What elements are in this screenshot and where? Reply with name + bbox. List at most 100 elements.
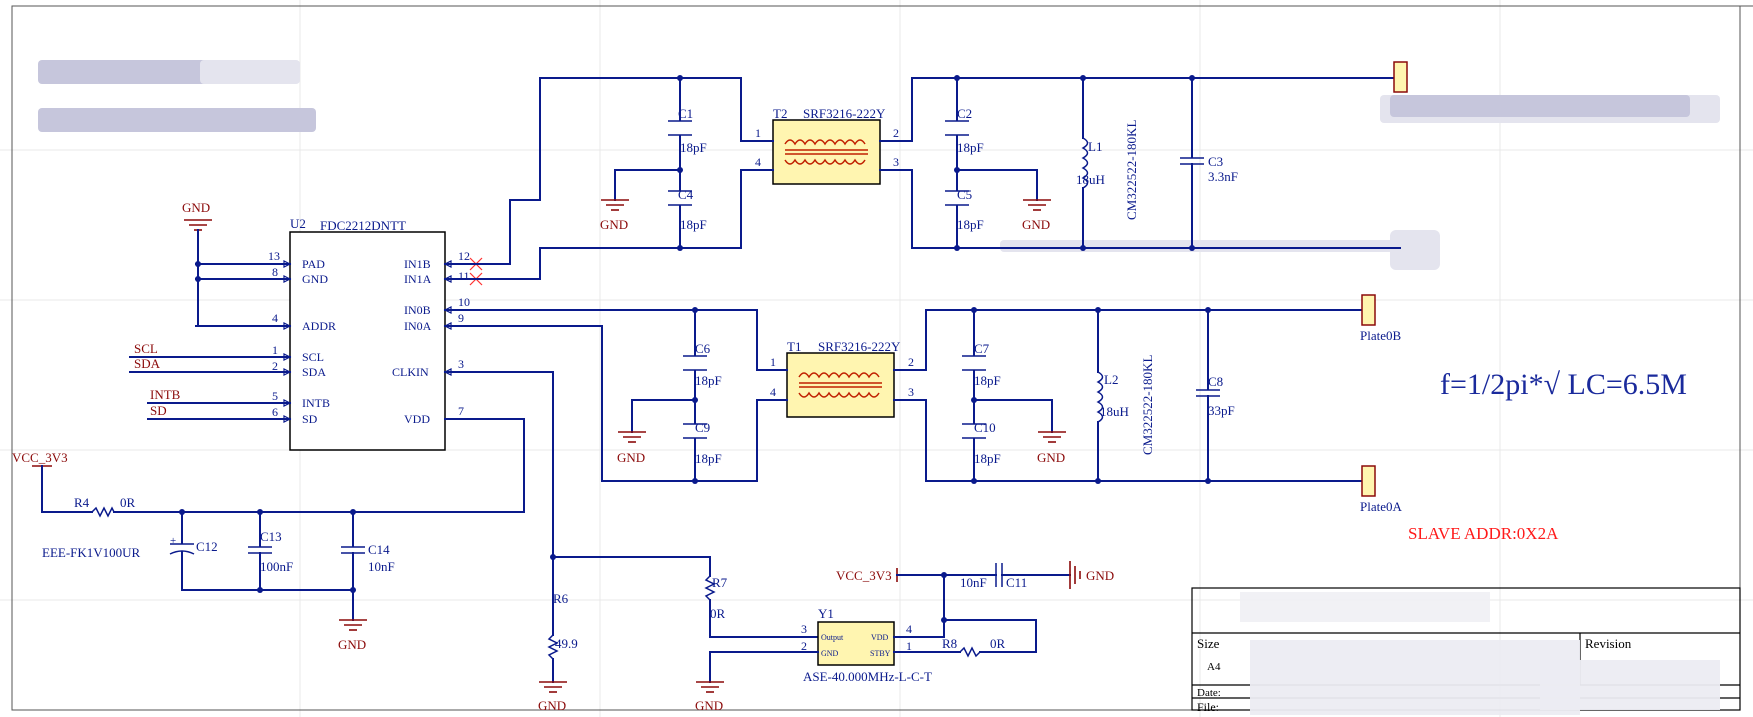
y1-pin: 4 — [906, 622, 912, 636]
gnd-label: GND — [617, 450, 645, 465]
c1-ref: C1 — [678, 106, 693, 121]
c7-ref: C7 — [974, 341, 990, 356]
t1-body — [786, 352, 895, 418]
c9-value: 18pF — [695, 451, 722, 466]
title-block-revision-label: Revision — [1585, 636, 1632, 651]
l2-part: CM322522-180KL — [1140, 355, 1155, 455]
c4-value: 18pF — [680, 217, 707, 232]
u2-pin-num: 5 — [272, 389, 278, 403]
title-block-size-label: Size — [1197, 636, 1220, 651]
c3-ref: C3 — [1208, 154, 1223, 169]
c5-ref: C5 — [957, 187, 972, 202]
ic-u2[interactable]: U2 FDC2212DNTT PAD GND ADDR SCL SDA INTB… — [129, 216, 483, 451]
sheet-border — [11, 5, 1741, 711]
c12-plus: + — [170, 535, 176, 547]
l2-value: 18uH — [1100, 404, 1129, 419]
c11-ref: C11 — [1006, 575, 1027, 590]
u2-pin-name: SDA — [302, 365, 326, 379]
u2-pin-name: GND — [302, 272, 328, 286]
r4-ref: R4 — [74, 495, 90, 510]
u2-pin-name: SD — [302, 412, 318, 426]
gnd-label: GND — [1022, 217, 1050, 232]
y1-pin: 1 — [906, 639, 912, 653]
u2-pin-name: SCL — [302, 350, 324, 364]
u2-pin-num: 12 — [458, 249, 470, 263]
u2-pin-name: IN0B — [404, 303, 431, 317]
c12-part: EEE-FK1V100UR — [42, 545, 141, 560]
title-block: Size Revision A4 Date: File: — [1191, 587, 1741, 715]
plate-0a-label: Plate0A — [1360, 499, 1402, 514]
u2-pin-name: VDD — [404, 412, 430, 426]
t1-pin: 3 — [908, 385, 914, 399]
t2-ref: T2 — [773, 106, 787, 121]
oscillator-network: R6 49.9 GND R7 0R Y1 ASE-40.000MHz-L-C-T… — [474, 371, 1114, 713]
plate-0a-connector — [1361, 465, 1376, 497]
gnd-label: GND — [538, 698, 566, 713]
plate-1b-connector — [1393, 61, 1408, 93]
l1-ref: L1 — [1088, 139, 1102, 154]
channel-0-network: C6 18pF C9 18pF GND T1 SRF3216-222Y 1 2 … — [474, 294, 1402, 514]
net-label-intb: INTB — [150, 387, 181, 402]
c13-value: 100nF — [260, 559, 293, 574]
gnd-label: GND — [182, 200, 210, 215]
y1-pin-stby: STBY — [870, 649, 891, 658]
r8-value: 0R — [990, 636, 1006, 651]
gnd-label: GND — [1086, 568, 1114, 583]
y1-pin-vdd: VDD — [871, 633, 889, 642]
power-input-network: VCC_3V3 R4 0R + C12 EEE-FK1V100UR C13 10… — [12, 418, 525, 652]
plate-0b-label: Plate0B — [1360, 328, 1401, 343]
c4-ref: C4 — [678, 187, 694, 202]
u2-pin-name: IN1B — [404, 257, 431, 271]
resonance-formula: f=1/2pi*√ LC=6.5M — [1440, 368, 1687, 401]
t2-pin: 2 — [893, 126, 899, 140]
c2-ref: C2 — [957, 106, 972, 121]
u2-pin-num: 4 — [272, 311, 278, 325]
u2-pin-num: 7 — [458, 404, 464, 418]
u2-pin-num: 6 — [272, 405, 278, 419]
no-connect-marker — [469, 257, 483, 286]
channel-1-network: C1 18pF C4 18pF GND T2 SRF3216-222Y 1 2 … — [474, 61, 1408, 280]
r8-ref: R8 — [942, 636, 957, 651]
r7-value: 0R — [710, 606, 726, 621]
vcc-label: VCC_3V3 — [12, 450, 68, 465]
t2-windings — [784, 139, 868, 165]
u2-pin-num: 11 — [458, 269, 470, 283]
y1-part: ASE-40.000MHz-L-C-T — [803, 669, 932, 684]
net-label-sda: SDA — [134, 356, 161, 371]
net-label-scl: SCL — [134, 341, 158, 356]
gnd-label: GND — [695, 698, 723, 713]
c14-ref: C14 — [368, 542, 390, 557]
c5-value: 18pF — [957, 217, 984, 232]
u2-pin-num: 2 — [272, 359, 278, 373]
u2-pin-name: PAD — [302, 257, 325, 271]
y1-pin-gnd: GND — [821, 649, 839, 658]
r6-ref: R6 — [553, 591, 569, 606]
redacted-header — [38, 60, 1720, 270]
t2-pin: 1 — [755, 126, 761, 140]
r4-value: 0R — [120, 495, 136, 510]
u2-pin-num: 9 — [458, 311, 464, 325]
c10-ref: C10 — [974, 420, 996, 435]
l2-ref: L2 — [1104, 372, 1118, 387]
c6-value: 18pF — [695, 373, 722, 388]
ic-u2-part: FDC2212DNTT — [320, 218, 406, 233]
t1-pin: 2 — [908, 355, 914, 369]
y1-pin: 2 — [801, 639, 807, 653]
l1-value: 18uH — [1076, 172, 1105, 187]
u2-pin-name: IN1A — [404, 272, 432, 286]
u2-pin-name: CLKIN — [392, 365, 429, 379]
c6-ref: C6 — [695, 341, 711, 356]
t1-pin: 4 — [770, 385, 776, 399]
r6-value: 49.9 — [555, 636, 578, 651]
t1-pin: 1 — [770, 355, 776, 369]
c10-value: 18pF — [974, 451, 1001, 466]
y1-pin-output: Output — [821, 633, 844, 642]
t1-windings — [798, 372, 882, 398]
c11-value: 10nF — [960, 575, 987, 590]
t2-pin: 3 — [893, 155, 899, 169]
u2-pin-name: ADDR — [302, 319, 336, 333]
u2-pin-name: IN0A — [404, 319, 432, 333]
gnd-label: GND — [600, 217, 628, 232]
ic-u2-body — [289, 231, 446, 451]
